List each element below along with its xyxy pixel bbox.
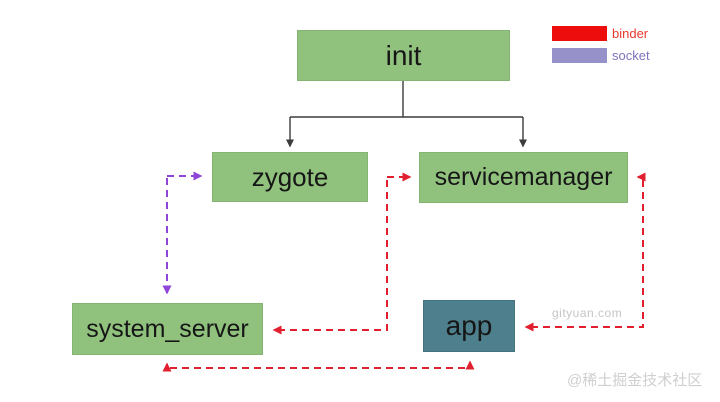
- node-zygote: zygote: [212, 152, 368, 202]
- node-init: init: [297, 30, 510, 81]
- node-system-server: system_server: [72, 303, 263, 355]
- node-app: app: [423, 300, 515, 352]
- legend-socket-label: socket: [612, 48, 650, 63]
- edge-socket-systemserver-zygote: [162, 171, 203, 295]
- watermark-community: @稀土掘金技术社区: [567, 372, 703, 389]
- edge-binder-app-servicemanager: [524, 172, 646, 332]
- legend-binder-label: binder: [612, 26, 649, 41]
- edge-binder-systemserver-app: [162, 360, 475, 372]
- legend-binder-swatch: [552, 26, 607, 41]
- edge-fork-init-children: [286, 81, 527, 148]
- edge-binder-systemserver-servicemanager: [272, 172, 412, 335]
- watermark-gityuan: gityuan.com: [552, 306, 623, 320]
- legend-socket-swatch: [552, 48, 607, 63]
- node-servicemanager: servicemanager: [419, 152, 628, 203]
